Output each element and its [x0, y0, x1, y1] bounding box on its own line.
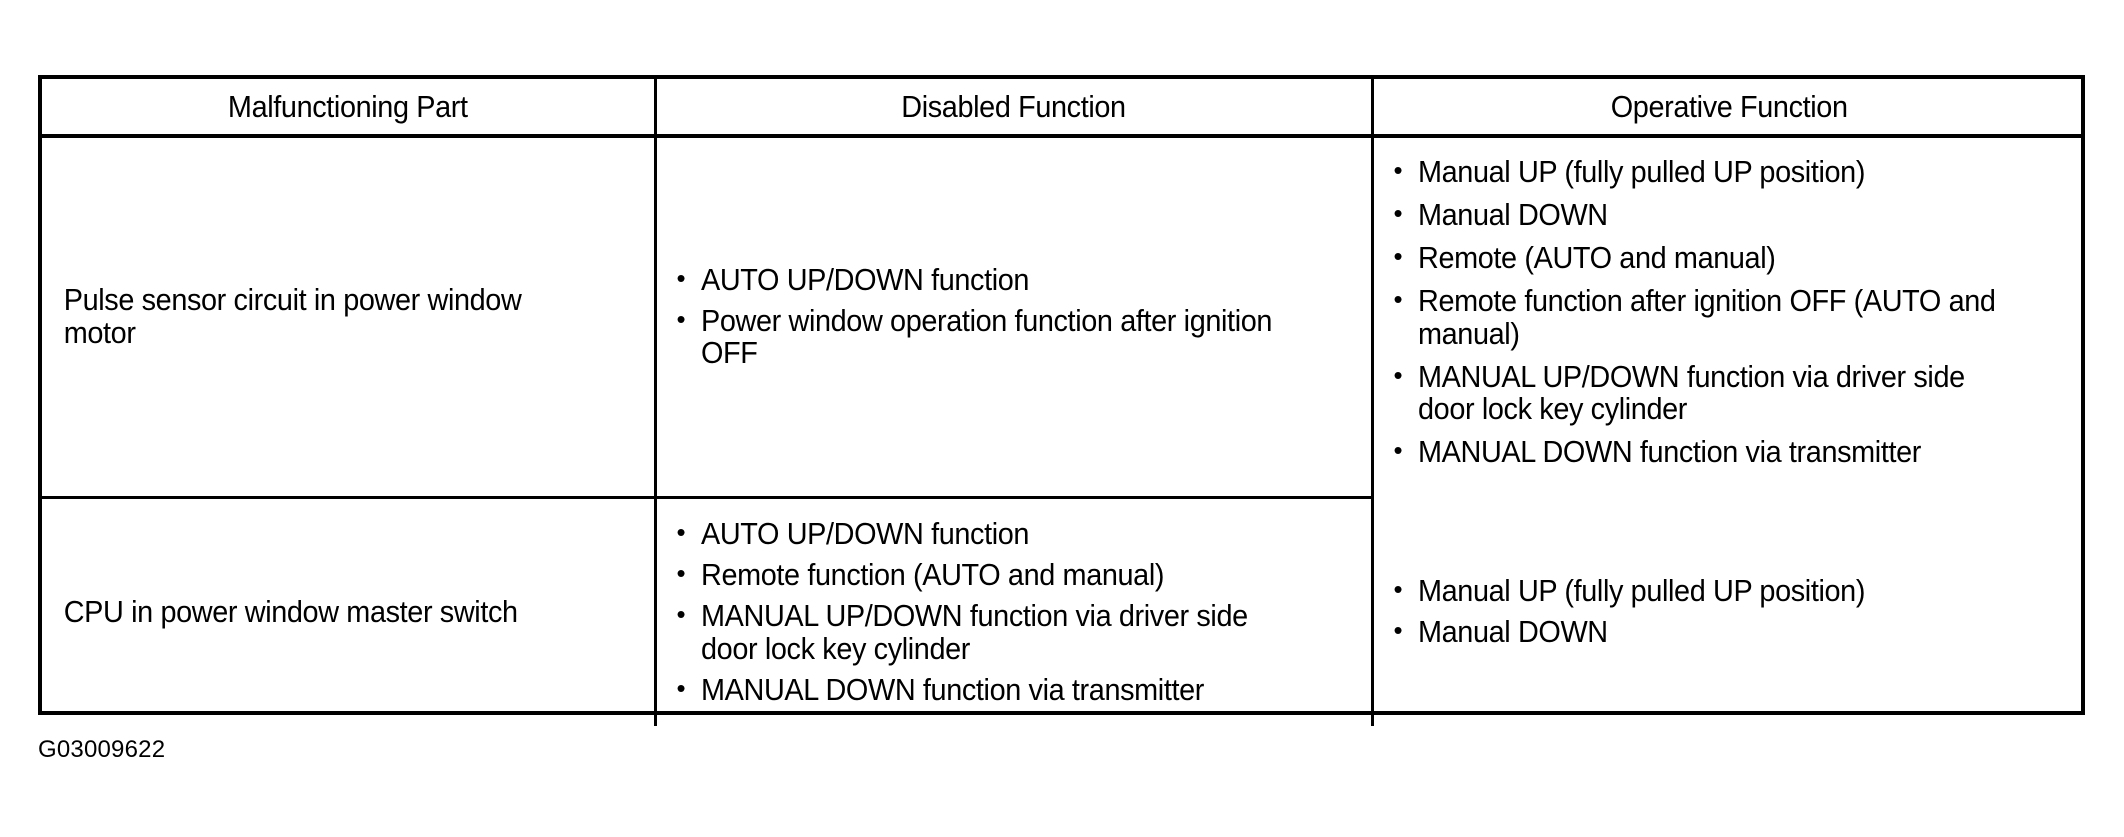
list-item-label: MANUAL DOWN function via transmitter — [700, 671, 1204, 707]
table-header-row: Malfunctioning Part Disabled Function Op… — [42, 79, 2085, 138]
list-item: MANUAL DOWN function via transmitter — [1392, 434, 2068, 470]
operative-function-list: Manual UP (fully pulled UP position) Man… — [1392, 572, 2068, 649]
list-item-label: Power window operation function after ig… — [700, 302, 1272, 371]
list-item-label: Manual UP (fully pulled UP position) — [1417, 572, 1865, 608]
list-item-label: AUTO UP/DOWN function — [700, 516, 1029, 552]
operative-function-block: Manual UP (fully pulled UP position) Man… — [1374, 572, 2086, 649]
list-item-label: MANUAL UP/DOWN function via driver side … — [1417, 358, 1965, 427]
disabled-function-list: AUTO UP/DOWN function Remote function (A… — [675, 516, 1353, 707]
column-header-disabled-function: Disabled Function — [678, 79, 1347, 138]
list-item: Power window operation function after ig… — [675, 302, 1353, 371]
cell-disabled-function: AUTO UP/DOWN function Remote function (A… — [653, 497, 1372, 726]
list-item-label: Remote function after ignition OFF (AUTO… — [1417, 282, 1996, 351]
function-matrix-table: Malfunctioning Part Disabled Function Op… — [38, 75, 2086, 726]
list-item-label: Manual DOWN — [1417, 613, 1608, 649]
operative-function-block: Manual UP (fully pulled UP position) Man… — [1374, 154, 2086, 470]
table-row: CPU in power window master switch AUTO U… — [42, 497, 2086, 727]
list-item: Manual UP (fully pulled UP position) — [1392, 572, 2068, 608]
operative-function-list: Manual UP (fully pulled UP position) Man… — [1392, 154, 2068, 470]
disabled-function-list: AUTO UP/DOWN function Power window opera… — [675, 261, 1353, 371]
list-item: Manual DOWN — [1392, 197, 2068, 233]
list-item-label: Remote function (AUTO and manual) — [700, 557, 1164, 593]
list-item-label: AUTO UP/DOWN function — [700, 261, 1029, 297]
list-item: MANUAL UP/DOWN function via driver side … — [1392, 358, 2068, 427]
column-header-malfunctioning-part-label: Malfunctioning Part — [227, 88, 468, 124]
list-item: Remote function (AUTO and manual) — [675, 557, 1353, 593]
list-item-label: MANUAL DOWN function via transmitter — [1417, 434, 1921, 470]
list-item-label: MANUAL UP/DOWN function via driver side … — [700, 598, 1248, 666]
malfunctioning-part-value: CPU in power window master switch — [63, 594, 518, 630]
cell-operative-function: Manual UP (fully pulled UP position) Man… — [1370, 136, 2086, 498]
list-item: Remote (AUTO and manual) — [1392, 240, 2068, 276]
list-item: Remote function after ignition OFF (AUTO… — [1392, 282, 2068, 351]
list-item: Manual DOWN — [1392, 613, 2068, 649]
cell-operative-function: Manual UP (fully pulled UP position) Man… — [1370, 497, 2086, 726]
list-item: MANUAL UP/DOWN function via driver side … — [675, 598, 1353, 666]
cell-malfunctioning-part: Pulse sensor circuit in power window mot… — [42, 136, 655, 499]
column-header-malfunctioning-part: Malfunctioning Part — [63, 79, 634, 138]
cell-disabled-function: AUTO UP/DOWN function Power window opera… — [653, 136, 1372, 499]
table-row: Pulse sensor circuit in power window mot… — [42, 136, 2086, 499]
list-item: AUTO UP/DOWN function — [675, 261, 1353, 297]
disabled-function-block: AUTO UP/DOWN function Remote function (A… — [657, 516, 1371, 707]
malfunctioning-part-text: Pulse sensor circuit in power window mot… — [42, 282, 654, 350]
list-item: Manual UP (fully pulled UP position) — [1392, 154, 2068, 190]
list-item-label: Manual DOWN — [1417, 197, 1608, 233]
malfunctioning-part-value: Pulse sensor circuit in power window mot… — [63, 282, 522, 350]
disabled-function-block: AUTO UP/DOWN function Power window opera… — [657, 261, 1371, 371]
list-item-label: Remote (AUTO and manual) — [1417, 240, 1776, 276]
column-header-operative-function-label: Operative Function — [1610, 88, 1848, 124]
list-item: AUTO UP/DOWN function — [675, 516, 1353, 552]
list-item: MANUAL DOWN function via transmitter — [675, 671, 1353, 707]
malfunctioning-part-text: CPU in power window master switch — [42, 594, 654, 630]
cell-malfunctioning-part: CPU in power window master switch — [42, 498, 655, 727]
column-header-disabled-function-label: Disabled Function — [901, 88, 1126, 124]
figure-reference-code: G03009622 — [38, 736, 166, 763]
list-item-label: Manual UP (fully pulled UP position) — [1417, 154, 1865, 190]
column-header-operative-function: Operative Function — [1395, 79, 2061, 138]
